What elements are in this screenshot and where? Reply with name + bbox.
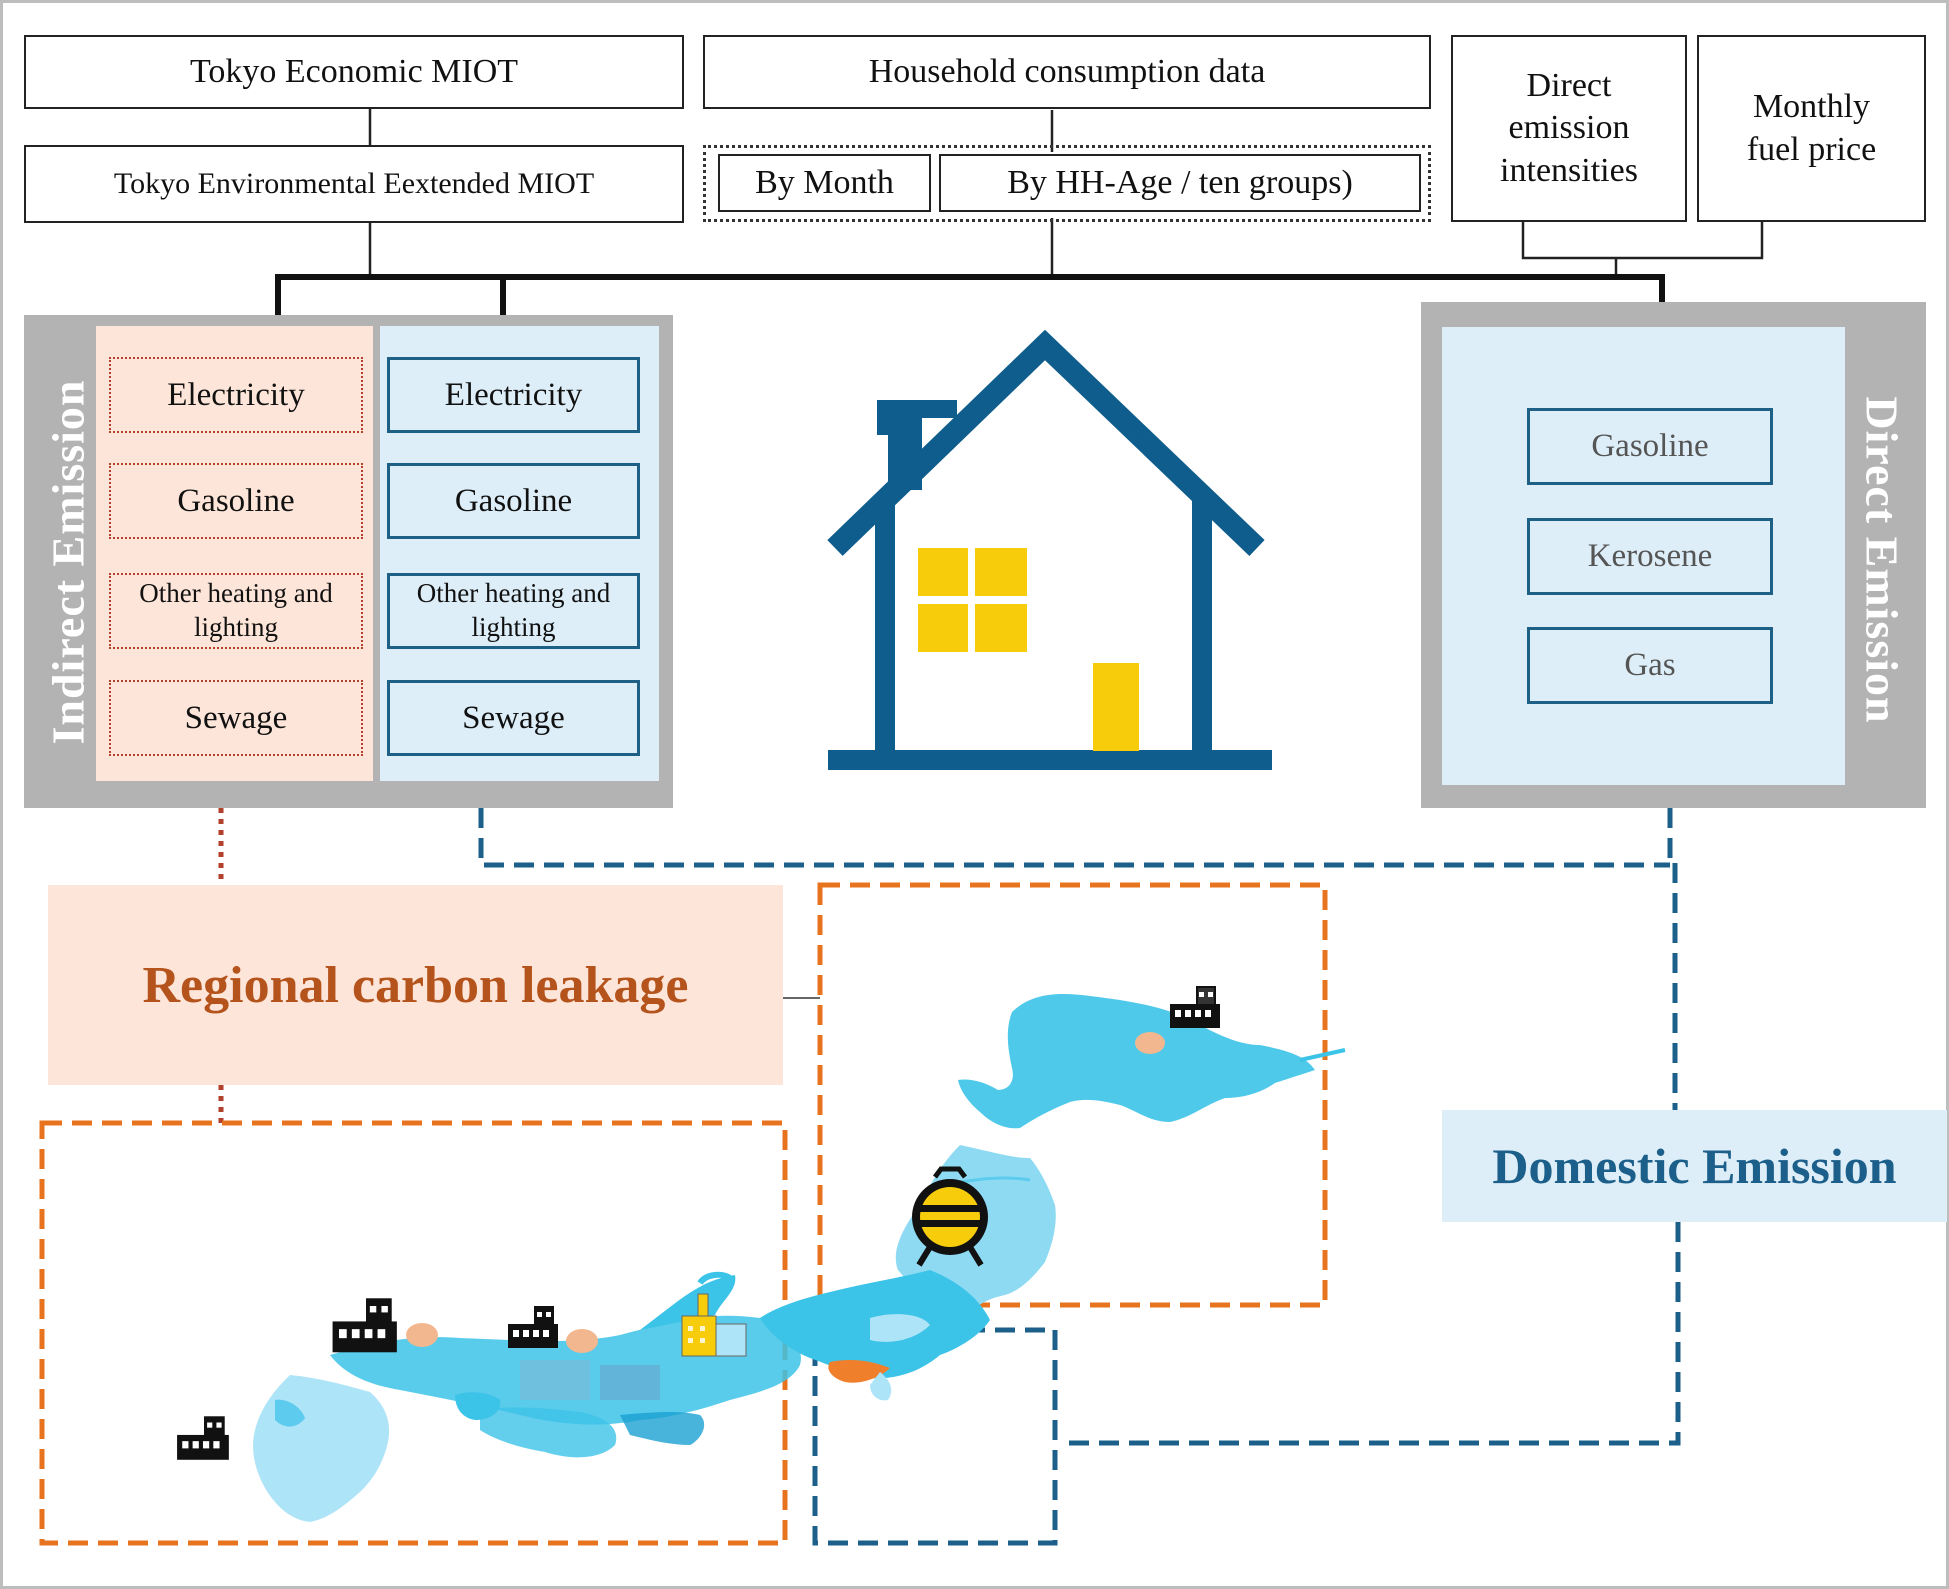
domestic-emission-label: Domestic Emission <box>1442 1110 1947 1222</box>
indirect-gasoline-brown: Gasoline <box>109 463 363 539</box>
marker-chugoku <box>406 1323 438 1347</box>
indirect-electricity-brown: Electricity <box>109 357 363 433</box>
intensity-line-1: Direct <box>1526 66 1612 104</box>
tokyo-area-shape <box>828 1360 890 1383</box>
indirect-blue-column <box>380 326 659 781</box>
marker-hokkaido <box>1135 1032 1165 1054</box>
factory-icon-chugoku <box>332 1298 397 1353</box>
tokyo-economic-miot-box: Tokyo Economic MIOT <box>24 35 684 109</box>
blue-dash-domestic <box>1062 1222 1681 1446</box>
factory-icon-kansai <box>508 1306 558 1348</box>
fuel-price-line-2: fuel price <box>1746 130 1877 168</box>
intensity-line-3: intensities <box>1500 151 1638 189</box>
direct-gasoline: Gasoline <box>1527 408 1773 485</box>
monthly-fuel-price-box: Monthly fuel price <box>1697 35 1926 222</box>
fuel-price-line-1: Monthly <box>1752 88 1871 125</box>
hokkaido-shape <box>958 993 1315 1129</box>
factory-icon-chubu <box>681 1293 747 1357</box>
indirect-electricity-blue: Electricity <box>387 357 640 433</box>
main-bus <box>275 274 1665 315</box>
blue-dash-direct <box>1667 808 1678 1110</box>
house-icon <box>827 330 1272 770</box>
tokyo-env-miot-box: Tokyo Environmental Eextended MIOT <box>24 145 684 223</box>
direct-gas: Gas <box>1527 627 1773 704</box>
blue-dash-indirect <box>478 808 1670 868</box>
by-month-box: By Month <box>718 154 931 212</box>
regional-carbon-leakage-label: Regional carbon leakage <box>48 885 783 1085</box>
intensity-line-2: emission <box>1508 109 1630 147</box>
intensity-bracket <box>1521 222 1764 260</box>
power-plant-icon <box>912 1166 988 1267</box>
breakdown-group <box>703 145 1431 222</box>
orange-region-north <box>817 882 1328 1308</box>
indirect-gasoline-blue: Gasoline <box>387 463 640 539</box>
factory-icon-hokkaido <box>1170 986 1220 1028</box>
by-hh-age-box: By HH-Age / ten groups) <box>939 154 1421 212</box>
kyushu-shape <box>253 1375 390 1522</box>
orange-region-west <box>39 1120 788 1546</box>
direct-intensities-box: Direct emission intensities <box>1451 35 1687 222</box>
indirect-sewage-blue: Sewage <box>387 680 640 756</box>
marker-kansai <box>566 1329 598 1353</box>
factory-icon-kyushu <box>177 1416 229 1460</box>
indirect-other-heating-brown: Other heating and lighting <box>109 573 363 649</box>
indirect-other-heating-blue: Other heating and lighting <box>387 573 640 649</box>
direct-inner <box>1442 327 1845 785</box>
direct-kerosene: Kerosene <box>1527 518 1773 595</box>
household-data-box: Household consumption data <box>703 35 1431 109</box>
indirect-sewage-brown: Sewage <box>109 680 363 756</box>
indirect-brown-column <box>96 326 373 781</box>
shikoku-shape <box>480 1407 617 1458</box>
